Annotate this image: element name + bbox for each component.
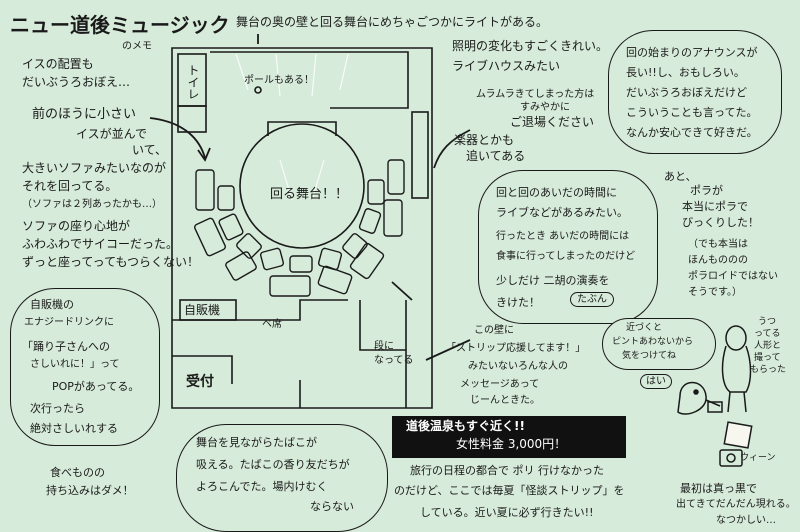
intermission-tag: たぶん bbox=[570, 292, 614, 307]
front-note-1: 前のほうに小さい bbox=[32, 107, 137, 122]
camera-line-3: 気をつけてね bbox=[622, 351, 677, 361]
price-banner bbox=[392, 416, 626, 458]
announcement-line-1: 回の始まりのアナウンスが bbox=[626, 46, 758, 59]
camera-bubble bbox=[602, 318, 716, 370]
top-note-line-1: 舞台の奥の壁と回る舞台にめちゃごつかにライトがある。 bbox=[236, 15, 549, 29]
pola-line-5: （でも本当は bbox=[688, 239, 748, 250]
banner-line-2: 女性料金 3,000円！ bbox=[456, 437, 567, 451]
vending-line-3: 「踊り子さんへの bbox=[22, 340, 110, 353]
camera-reply: はい bbox=[640, 374, 672, 389]
intermission-line-3: 行ったとき あいだの時間には bbox=[496, 231, 630, 242]
pola-line-2: ポラが bbox=[690, 184, 723, 197]
person-line-1: うつ bbox=[758, 317, 777, 327]
smoking-line-3: よろこんでた。場内けむく bbox=[196, 480, 328, 493]
smoking-bubble bbox=[176, 424, 388, 532]
intermission-line-2: ライブなどがあるみたい。 bbox=[496, 206, 628, 219]
camera-line-2: ピントあわないから bbox=[612, 337, 694, 347]
last-line-3: なつかしい… bbox=[716, 515, 776, 526]
food-line-1: 食べものの bbox=[50, 466, 105, 479]
vending-line-7: 絶対さしいれする bbox=[30, 422, 118, 435]
sofa-note-2: それを回ってる。 bbox=[22, 179, 118, 193]
kaidan-line-1: 旅行の日程の都合で ポリ 行けなかった bbox=[410, 464, 604, 477]
vending-line-5: POPがあってる。 bbox=[52, 380, 140, 393]
pola-line-1: あと、 bbox=[664, 170, 697, 183]
sofa-note-4: ソファの座り心地が bbox=[22, 219, 131, 233]
front-note-2: イスが並んで bbox=[76, 127, 148, 141]
sofa-note-3: （ソファは２列あったかも…） bbox=[22, 199, 162, 210]
vending-line-2: エナジードリンクに bbox=[24, 317, 114, 328]
announcement-line-2: 長い!!し、おもしろい。 bbox=[626, 66, 745, 79]
pola-line-3: 本当にポラで bbox=[682, 200, 748, 213]
intermission-line-1: 回と回のあいだの時間に bbox=[496, 186, 617, 199]
intermission-line-4: 食事に行ってしまったのだけど bbox=[496, 251, 636, 262]
wall-line-5: じーんときた。 bbox=[470, 395, 540, 406]
smoking-line-2: 吸える。たばこの香り友だちが bbox=[196, 458, 350, 471]
pola-line-4: びっくりした！ bbox=[682, 216, 759, 229]
vending-label: 自販機 bbox=[184, 303, 221, 317]
smoking-line-1: 舞台を見ながらたばこが bbox=[196, 436, 317, 449]
last-line-2: 出てきてだんだん現れる。 bbox=[676, 499, 796, 510]
camera-line-1: 近づくと bbox=[626, 323, 663, 333]
wall-line-4: メッセージあって bbox=[460, 379, 540, 390]
page-title: ニュー道後ミュージック bbox=[10, 13, 230, 37]
pola-line-7: ポラロイドではない bbox=[688, 271, 778, 282]
wall-line-3: みたいないろんな人の bbox=[468, 361, 568, 372]
smoking-line-4: ならない bbox=[310, 500, 354, 513]
food-line-2: 持ち込みはダメ！ bbox=[46, 484, 134, 497]
sofa-note-6: ずっと座ってってもつらくない！ bbox=[22, 255, 200, 269]
announcement-line-5: なんか安心できて好きだ。 bbox=[626, 126, 758, 139]
vending-line-6: 次行ったら bbox=[30, 402, 85, 415]
camera-sound: ウィーン bbox=[740, 453, 776, 463]
reception-label: 受付 bbox=[186, 374, 214, 390]
vending-line-4: さしいれに！」って bbox=[30, 359, 120, 370]
last-line-1: 最初は真っ黒で bbox=[680, 482, 757, 495]
toilet-label: トイレ bbox=[186, 64, 200, 100]
seat-label: ベ席 bbox=[262, 319, 282, 330]
intermission-bubble bbox=[478, 170, 658, 324]
vending-line-1: 自販機の bbox=[30, 298, 74, 311]
announcement-line-4: こういうことも言ってた。 bbox=[626, 106, 758, 119]
camera-person-doodle bbox=[677, 325, 753, 467]
lights-note-3: ご退場ください bbox=[510, 115, 595, 129]
page-subtitle: のメモ bbox=[122, 41, 152, 52]
intermission-line-6: きけた！ bbox=[496, 296, 540, 309]
wall-line-2: 「ストリップ応援してます！」 bbox=[446, 343, 586, 354]
announcement-line-3: だいぶうろおぼえだけど bbox=[626, 86, 747, 99]
step-label-2: なってる bbox=[374, 355, 414, 366]
stage-label: 回る舞台！！ bbox=[270, 187, 349, 202]
person-line-3: 人形と bbox=[754, 341, 782, 351]
kaidan-line-2: のだけど、ここでは毎夏「怪談ストリップ」を bbox=[394, 484, 625, 497]
pole-label: ポールもある！ bbox=[244, 75, 314, 86]
lights-note-1: ムラムラきてしまった方は bbox=[476, 89, 595, 100]
person-line-5: もらった bbox=[750, 365, 787, 375]
announcement-bubble bbox=[608, 30, 782, 154]
person-line-2: ってる bbox=[754, 329, 781, 339]
wall-line-1: この壁に bbox=[474, 325, 514, 336]
banner-line-1: 道後温泉もすぐ近く!! bbox=[406, 419, 525, 433]
front-note-3: いて、 bbox=[132, 143, 168, 157]
chairs-note-2: だいぶうろおぼえ… bbox=[22, 75, 131, 89]
person-line-4: 撮って bbox=[754, 353, 781, 363]
sofa-note-1: 大きいソファみたいなのが bbox=[22, 161, 167, 175]
intermission-line-5: 少しだけ 二胡の演奏を bbox=[496, 274, 610, 287]
top-note-line-2: 照明の変化もすごくきれい。 bbox=[452, 39, 609, 53]
sofa-note-5: ふわふわでサイコーだった。 bbox=[22, 237, 179, 251]
instruments-note-2: 追いてある bbox=[466, 149, 526, 163]
pola-line-6: ほんもののの bbox=[688, 255, 748, 266]
vending-bubble bbox=[10, 288, 160, 446]
top-note-line-3: ライブハウスみたい bbox=[452, 59, 561, 73]
pola-line-8: そうです。） bbox=[688, 287, 742, 298]
kaidan-line-3: している。近い夏に必ず行きたい!! bbox=[420, 506, 594, 519]
lights-note-2: すみやかに bbox=[520, 102, 570, 113]
step-label-1: 段に bbox=[374, 341, 394, 352]
chairs-note-1: イスの配置も bbox=[22, 57, 94, 71]
instruments-note-1: 楽器とかも bbox=[454, 133, 515, 147]
